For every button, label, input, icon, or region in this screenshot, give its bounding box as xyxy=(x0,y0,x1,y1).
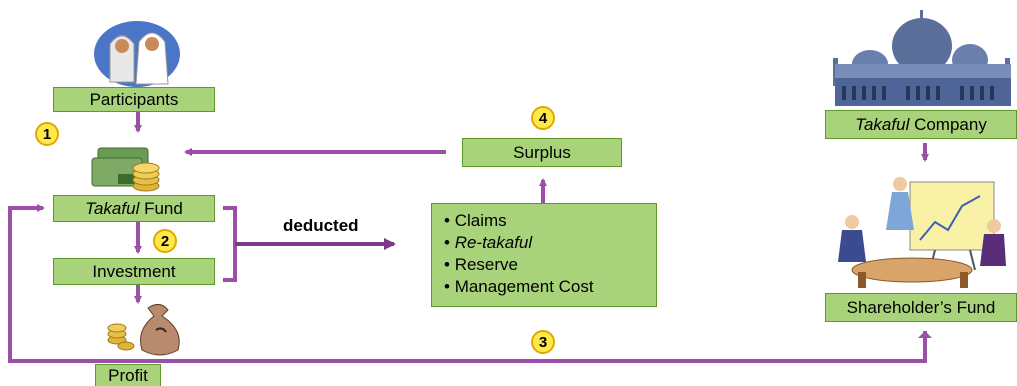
business-meeting-illustration xyxy=(838,177,1006,288)
profit-box: Profit xyxy=(95,364,161,386)
takaful-company-rest: Company xyxy=(909,114,987,134)
profit-label: Profit xyxy=(108,365,148,385)
money-bag-illustration xyxy=(107,304,180,356)
investment-label: Investment xyxy=(92,261,176,281)
takaful-company-italic: Takaful xyxy=(855,114,910,134)
surplus-label: Surplus xyxy=(513,142,571,162)
takaful-fund-italic: Takaful xyxy=(85,198,140,218)
shareholders-fund-box: Shareholder’s Fund xyxy=(825,293,1017,322)
mosque-illustration xyxy=(833,10,1011,106)
arrow-profit-loop xyxy=(8,204,927,363)
takaful-fund-rest: Fund xyxy=(139,198,183,218)
deduction-item: • Re-takaful xyxy=(444,233,533,252)
step-badge-3: 3 xyxy=(531,330,555,354)
deductions-list: • Claims • Re-takaful • Reserve • Manage… xyxy=(431,203,657,307)
participants-box: Participants xyxy=(53,87,215,112)
step-badge-1: 1 xyxy=(35,122,59,146)
deduction-item: • Reserve xyxy=(444,255,518,274)
deduction-item: • Management Cost xyxy=(444,277,594,296)
deducted-label: deducted xyxy=(283,216,359,235)
participants-label: Participants xyxy=(89,89,179,109)
takaful-company-box: Takaful Company xyxy=(825,110,1017,139)
money-stack-illustration xyxy=(91,147,160,192)
step-badge-4: 4 xyxy=(531,106,555,130)
participants-illustration xyxy=(94,21,180,87)
deduction-bracket xyxy=(223,206,237,282)
investment-box: Investment xyxy=(53,258,215,285)
step-badge-2: 2 xyxy=(153,229,177,253)
surplus-box: Surplus xyxy=(462,138,622,167)
deduction-item: • Claims xyxy=(444,211,507,230)
shareholders-fund-label: Shareholder’s Fund xyxy=(846,297,996,317)
takaful-fund-box: Takaful Fund xyxy=(53,195,215,222)
